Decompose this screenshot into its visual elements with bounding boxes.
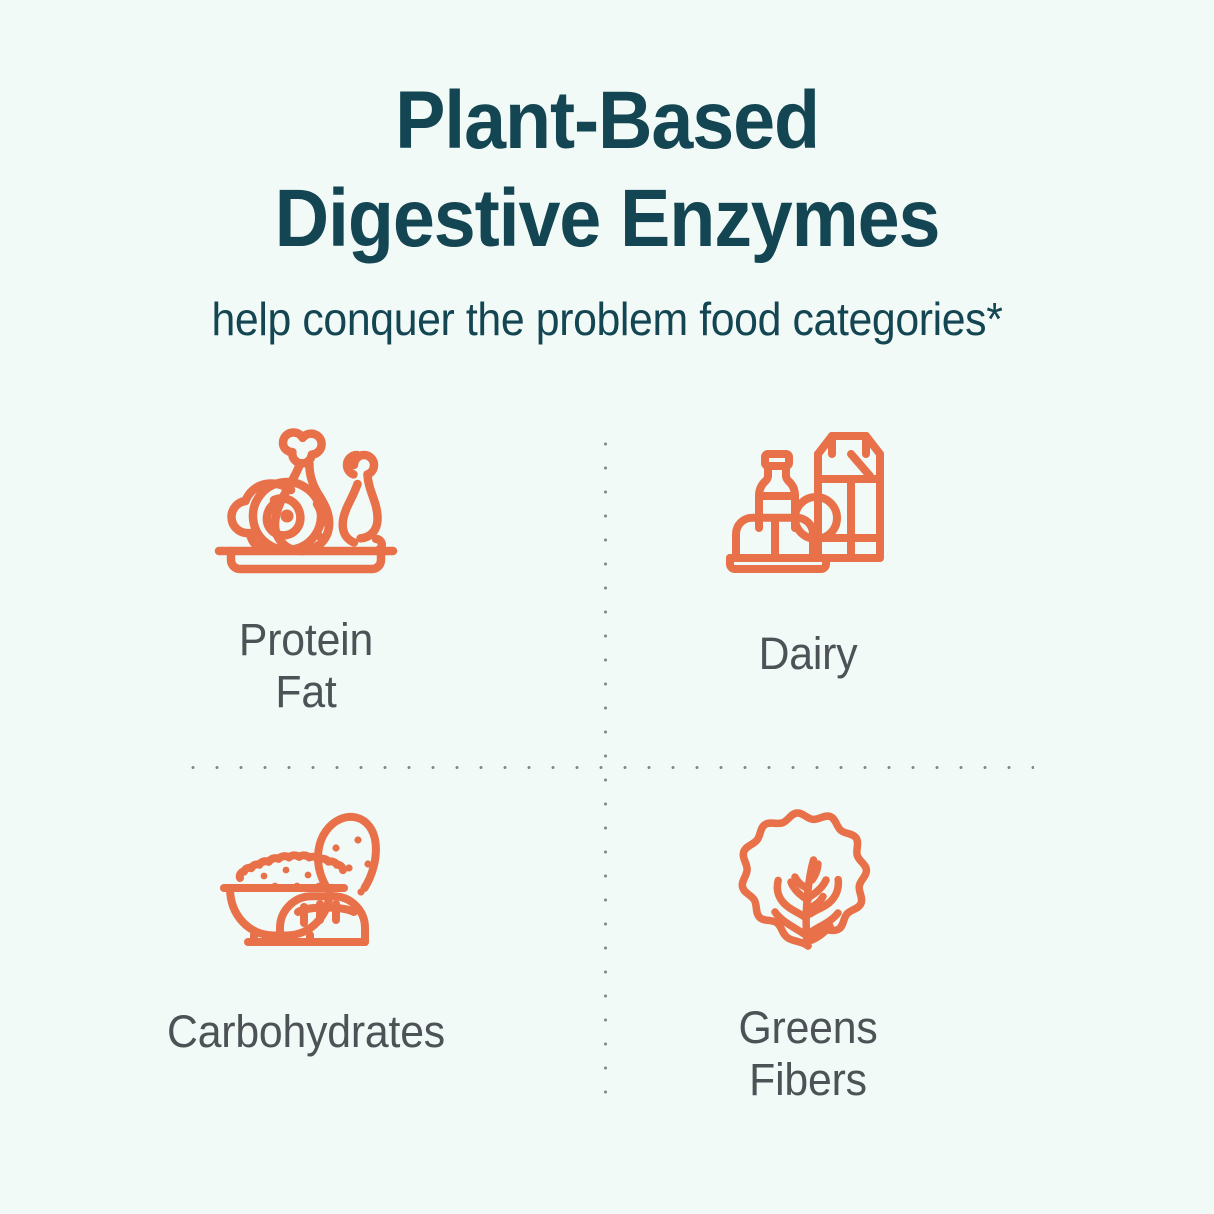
milk-carton-bottle-cheese-icon (598, 422, 1018, 598)
category-label-greens-fibers: Greens Fibers (609, 1002, 1008, 1106)
food-category-grid: Protein Fat (0, 400, 1214, 1140)
category-cell-greens-fibers: Greens Fibers (598, 796, 1018, 1106)
page-title-line-1: Plant-Based (395, 75, 820, 166)
vertical-dotted-divider (604, 432, 607, 1108)
page-title-line-2: Digestive Enzymes (274, 173, 941, 264)
label-line-2: Fat (275, 666, 337, 717)
category-label-carbohydrates: Carbohydrates (107, 1006, 506, 1058)
page-title: Plant-Based Digestive Enzymes (49, 72, 1166, 268)
category-cell-protein-fat: Protein Fat (96, 408, 516, 718)
rice-bowl-bread-icon (96, 800, 516, 976)
category-label-dairy: Dairy (609, 628, 1008, 680)
category-label-protein-fat: Protein Fat (107, 614, 506, 718)
label-line-1: Greens (738, 1002, 878, 1053)
page-subtitle: help conquer the problem food categories… (211, 293, 1003, 345)
lettuce-leaf-icon (598, 796, 1018, 972)
meat-platter-icon (96, 408, 516, 584)
horizontal-dotted-divider (181, 766, 1034, 769)
category-cell-carbohydrates: Carbohydrates (96, 800, 516, 1058)
label-line-2: Fibers (749, 1054, 867, 1105)
label-line-1: Dairy (758, 628, 858, 679)
header: Plant-Based Digestive Enzymes help conqu… (0, 72, 1214, 346)
label-line-1: Protein (238, 614, 374, 665)
category-cell-dairy: Dairy (598, 422, 1018, 680)
label-line-1: Carbohydrates (167, 1006, 445, 1057)
